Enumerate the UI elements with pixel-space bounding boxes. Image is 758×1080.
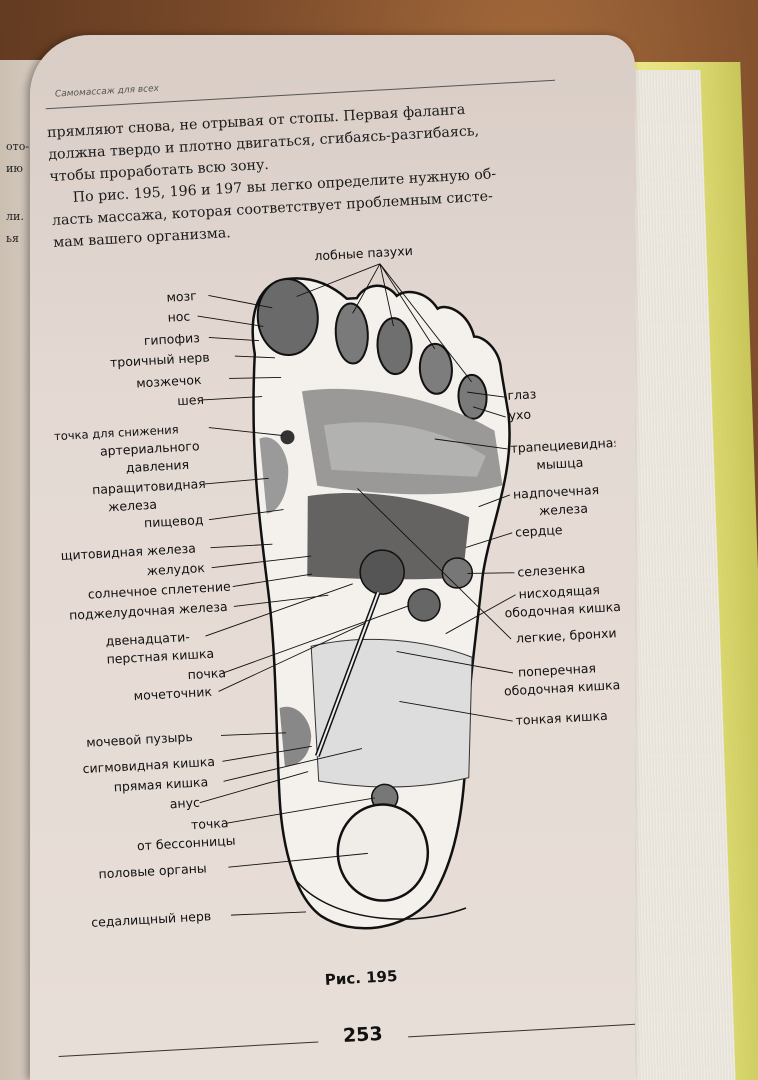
page-content: Самомассаж для всех прямляют снова, не о… — [30, 35, 635, 1080]
right-labels: глаз ухо трапециевидная мышца надпочечна… — [504, 386, 622, 728]
big-toe — [256, 278, 319, 356]
left-page-text: ию — [6, 162, 23, 175]
left-labels: мозг нос гипофиз троичный нерв мозжечок … — [54, 288, 236, 930]
label-point: точка — [191, 815, 229, 832]
label-heart: сердце — [515, 522, 563, 540]
label-small-intestine: тонкая кишка — [515, 708, 608, 728]
label-anus: анус — [169, 795, 200, 812]
label-ureter: мочеточник — [133, 684, 212, 703]
label-brain: мозг — [166, 288, 197, 305]
label-genitals: половые органы — [98, 860, 207, 881]
label-sigmoid-colon: сигмовидная кишка — [82, 754, 215, 776]
label-pituitary: гипофиз — [143, 330, 200, 348]
toe-4 — [418, 342, 453, 395]
toe-3 — [376, 317, 413, 376]
left-page-text: ото- — [6, 140, 30, 153]
label-spleen: селезенка — [517, 561, 586, 580]
label-adrenal-gland: железа — [539, 501, 589, 519]
left-page-text: ли. — [6, 210, 24, 223]
label-kidney: почка — [187, 665, 226, 682]
label-eye: глаз — [507, 386, 537, 403]
zone-intestine — [310, 638, 473, 788]
label-neck: шея — [177, 392, 204, 408]
label-pancreas: поджелудочная железа — [69, 599, 228, 623]
label-thyroid: щитовидная железа — [60, 541, 196, 564]
toe-5 — [457, 373, 488, 420]
label-sciatic-nerve: седалищный нерв — [91, 908, 212, 930]
footer-rule — [408, 1021, 635, 1038]
label-descending-colon: ободочная кишка — [504, 599, 621, 620]
label-adrenal: надпочечная — [513, 482, 600, 502]
zone-genitals — [336, 803, 430, 902]
foot-reflexology-figure: лобные пазухи мозг нос гипофиз троичный … — [54, 243, 622, 930]
zone-sciatic — [293, 877, 467, 920]
label-lungs-bronchi: легкие, бронхи — [516, 625, 617, 646]
label-trapezius: трапециевидная — [510, 435, 621, 456]
label-descending: нисходящая — [518, 582, 600, 602]
toe-2 — [334, 302, 369, 365]
label-ear: ухо — [508, 407, 531, 423]
leader-line — [296, 263, 473, 383]
zone-spleen — [441, 557, 474, 589]
label-stomach: желудок — [146, 560, 205, 578]
running-head: Самомассаж для всех — [54, 83, 160, 100]
book-page: Самомассаж для всех прямляют снова, не о… — [30, 35, 635, 1080]
label-arterial: артериального — [100, 438, 200, 459]
label-pressure-point: точка для снижения — [54, 422, 179, 443]
left-page-text: ья — [6, 232, 19, 245]
label-solar-plexus: солнечное сплетение — [88, 579, 232, 602]
zone-thyroid — [259, 437, 289, 514]
zone-pancreas — [359, 549, 405, 595]
label-duodenum-1: двенадцати- — [105, 629, 190, 649]
label-trigeminal-nerve: троичный нерв — [110, 349, 210, 370]
label-transverse-colon: ободочная кишка — [504, 677, 621, 698]
zone-lungs — [323, 422, 486, 477]
label-duodenum-2: перстная кишка — [106, 646, 214, 667]
leader-lines-right — [357, 391, 516, 722]
label-gland: железа — [108, 497, 158, 515]
zone-kidney — [407, 588, 441, 622]
zone-pressure-point — [280, 430, 295, 445]
footer-rule — [58, 1041, 319, 1057]
figure-caption: Рис. 195 — [324, 966, 398, 989]
label-pressure: давления — [126, 457, 190, 476]
label-bladder: мочевой пузырь — [86, 729, 193, 750]
label-parathyroid: паращитовидная — [92, 476, 206, 497]
label-frontal-sinuses: лобные пазухи — [314, 243, 413, 263]
label-nose: нос — [167, 308, 191, 324]
label-rectum: прямая кишка — [113, 774, 208, 794]
label-transverse: поперечная — [518, 660, 597, 679]
label-muscle: мышца — [536, 455, 584, 473]
leader-lines-left — [197, 294, 410, 916]
label-esophagus: пищевод — [144, 512, 204, 530]
label-cerebellum: мозжечок — [136, 372, 202, 391]
ureter-line-inner — [316, 592, 380, 757]
zone-bladder — [279, 706, 312, 766]
page-number: 253 — [342, 1022, 384, 1048]
label-insomnia: от бессонницы — [137, 833, 236, 853]
